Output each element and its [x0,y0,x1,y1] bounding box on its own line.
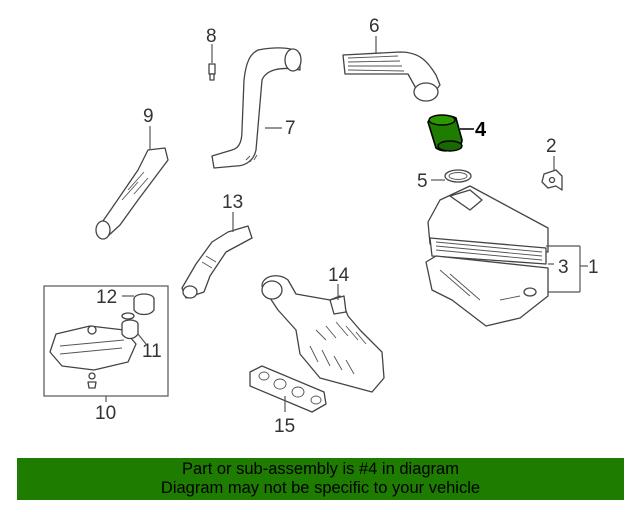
callout-8[interactable]: 8 [206,26,217,47]
callout-6[interactable]: 6 [369,16,380,37]
callout-4[interactable]: 4 [475,119,487,141]
part-8-bolt[interactable] [208,44,216,81]
callout-12[interactable]: 12 [96,287,117,308]
callout-2[interactable]: 2 [546,136,557,157]
part-9-resonator-tube[interactable] [95,126,169,240]
part-4-highlighted[interactable] [427,114,474,152]
banner-line-1: Part or sub-assembly is #4 in diagram [182,460,459,478]
callout-1[interactable]: 1 [588,257,599,278]
callout-15[interactable]: 15 [274,416,295,437]
callout-5[interactable]: 5 [417,171,428,192]
parts-diagram: 8 6 7 9 13 4 [43,16,599,437]
part-11-coupler[interactable] [121,312,139,340]
part-14-intake-manifold[interactable] [261,275,385,393]
callout-13[interactable]: 13 [222,192,243,213]
info-banner: Part or sub-assembly is #4 in diagram Di… [17,458,624,500]
part-13-bent-hose[interactable] [181,212,253,299]
part-1-air-cleaner-assembly[interactable] [425,185,588,327]
callout-7[interactable]: 7 [285,118,296,139]
callout-14[interactable]: 14 [328,265,350,286]
part-10-box[interactable] [43,285,169,402]
part-7-air-hose[interactable] [211,47,302,169]
part-5-gasket[interactable] [431,169,472,183]
banner-line-2: Diagram may not be specific to your vehi… [160,479,481,497]
part-2-bracket[interactable] [541,156,563,191]
callout-9[interactable]: 9 [143,106,154,127]
part-6-intake-duct[interactable] [342,36,441,102]
callout-10[interactable]: 10 [95,403,116,424]
callout-11[interactable]: 11 [142,341,162,362]
callout-3[interactable]: 3 [558,257,569,278]
part-12-clamp[interactable] [133,293,155,316]
part-15-manifold-gasket[interactable] [249,365,327,413]
